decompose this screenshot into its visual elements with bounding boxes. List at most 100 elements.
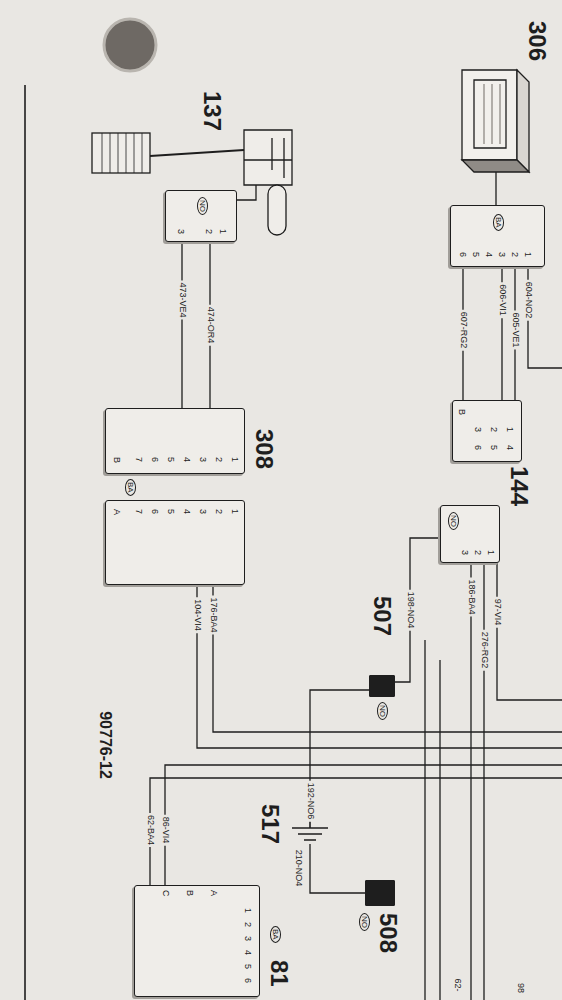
pin-number: B [184,890,195,896]
part-number: 144 [505,466,533,506]
connector-306: 306BA123456 [450,205,545,267]
colour-code: BA [270,926,281,943]
wire-label: 276-RG2 [479,630,490,671]
connector-308-lower: BAA1234567 [105,500,245,585]
pin-number: 1 [485,550,496,555]
pin-number: 2 [509,252,520,257]
wire [213,585,562,732]
wire-label: 97-VI4 [492,597,503,628]
pin-number: 4 [242,950,253,955]
wire-label: 474-OR4 [205,305,216,346]
connector-508: 508NO [365,880,395,906]
connector-137: 137NO123 [165,190,237,242]
sheet-border [24,85,26,1000]
colour-code: NO [448,512,459,530]
pin-number: 4 [181,509,192,514]
wire-label: 605-VE1 [510,310,521,349]
float-hatching [102,133,142,173]
part-number: 508 [374,913,402,953]
part-number: 306 [523,21,551,61]
module-shading [484,84,500,144]
pin-number: 3 [175,229,186,234]
pin-number: C [160,890,171,897]
wire-label: 607-RG2 [458,310,469,351]
pin-number: 1 [217,229,228,234]
wire [150,778,562,885]
pin-number: 5 [165,457,176,462]
pin-number: 3 [197,509,208,514]
pin-number: 7 [133,509,144,514]
pin-number: 6 [472,445,483,450]
pin-number: 5 [488,445,499,450]
sensor-lead [237,185,256,200]
pin-number: A [208,890,219,896]
housing-detail [244,138,292,178]
pin-number: 1 [504,427,515,432]
pin-number: 1 [229,457,240,462]
wire-label: 186-BA4 [466,577,477,616]
pin-number: 6 [242,978,253,983]
wire-label: 86-VI4 [160,815,171,846]
pin-number: 3 [242,936,253,941]
wire [439,660,440,1000]
pin-number: 4 [181,457,192,462]
part-number: 507 [368,596,396,636]
connector-507: 507NO [369,675,395,697]
punch-hole [104,19,156,71]
pin-number: 2 [242,922,253,927]
module-front [462,70,517,160]
wire-label: 198-NO4 [405,590,416,631]
wire [470,563,471,1000]
pin-number: 3 [472,427,483,432]
wire [165,765,562,885]
wire [424,640,425,1000]
wire-label: 62- [452,976,463,993]
pin-number: 1 [229,509,240,514]
connector-144-lower: 144NO123 [440,505,500,563]
pin-number: 2 [213,509,224,514]
connector-308-upper: 308B1234567 [105,408,245,474]
ground-symbol [292,822,328,840]
pin-number: 2 [472,550,483,555]
colour-code: NO [359,913,370,931]
wire-label: 62-BA4 [145,813,156,847]
pin-number: 4 [483,252,494,257]
pin-number: 2 [488,427,499,432]
wire [310,844,365,893]
ground-517: 517 [288,822,332,844]
pin-number: 3 [197,457,208,462]
pin-number: 3 [459,550,470,555]
wire-label: 473-VE4 [177,280,188,319]
pin-number: 5 [165,509,176,514]
wire [483,563,484,1000]
module-top [517,70,529,172]
pin-number: 3 [496,252,507,257]
part-number: 517 [256,804,284,844]
part-number: 137 [198,91,226,131]
module-window [474,80,506,148]
wire-label: 176-BA4 [208,595,219,634]
connector-144-upper: B123456 [452,400,522,462]
pin-number: 6 [457,252,468,257]
colour-code: BA [125,479,136,496]
pin-number: 2 [213,457,224,462]
part-number: 308 [250,429,278,469]
module-cable [495,172,496,205]
wire-label: 606-VI1 [497,282,508,318]
part-number: 81 [265,960,293,987]
float-rod [150,150,244,156]
pin-number: 5 [470,252,481,257]
wire-label: 98 [515,981,526,995]
connector-81: 81BAABC123456 [134,885,260,997]
sheet-number: 90776-12 [95,709,115,781]
wires [150,267,562,1000]
sensor-cylinder [268,185,286,235]
pin-number: B [456,409,467,415]
wire [197,585,562,748]
colour-code: NO [197,197,208,215]
pin-number: A [111,509,122,515]
pin-number: 5 [242,964,253,969]
pin-number: 1 [242,908,253,913]
